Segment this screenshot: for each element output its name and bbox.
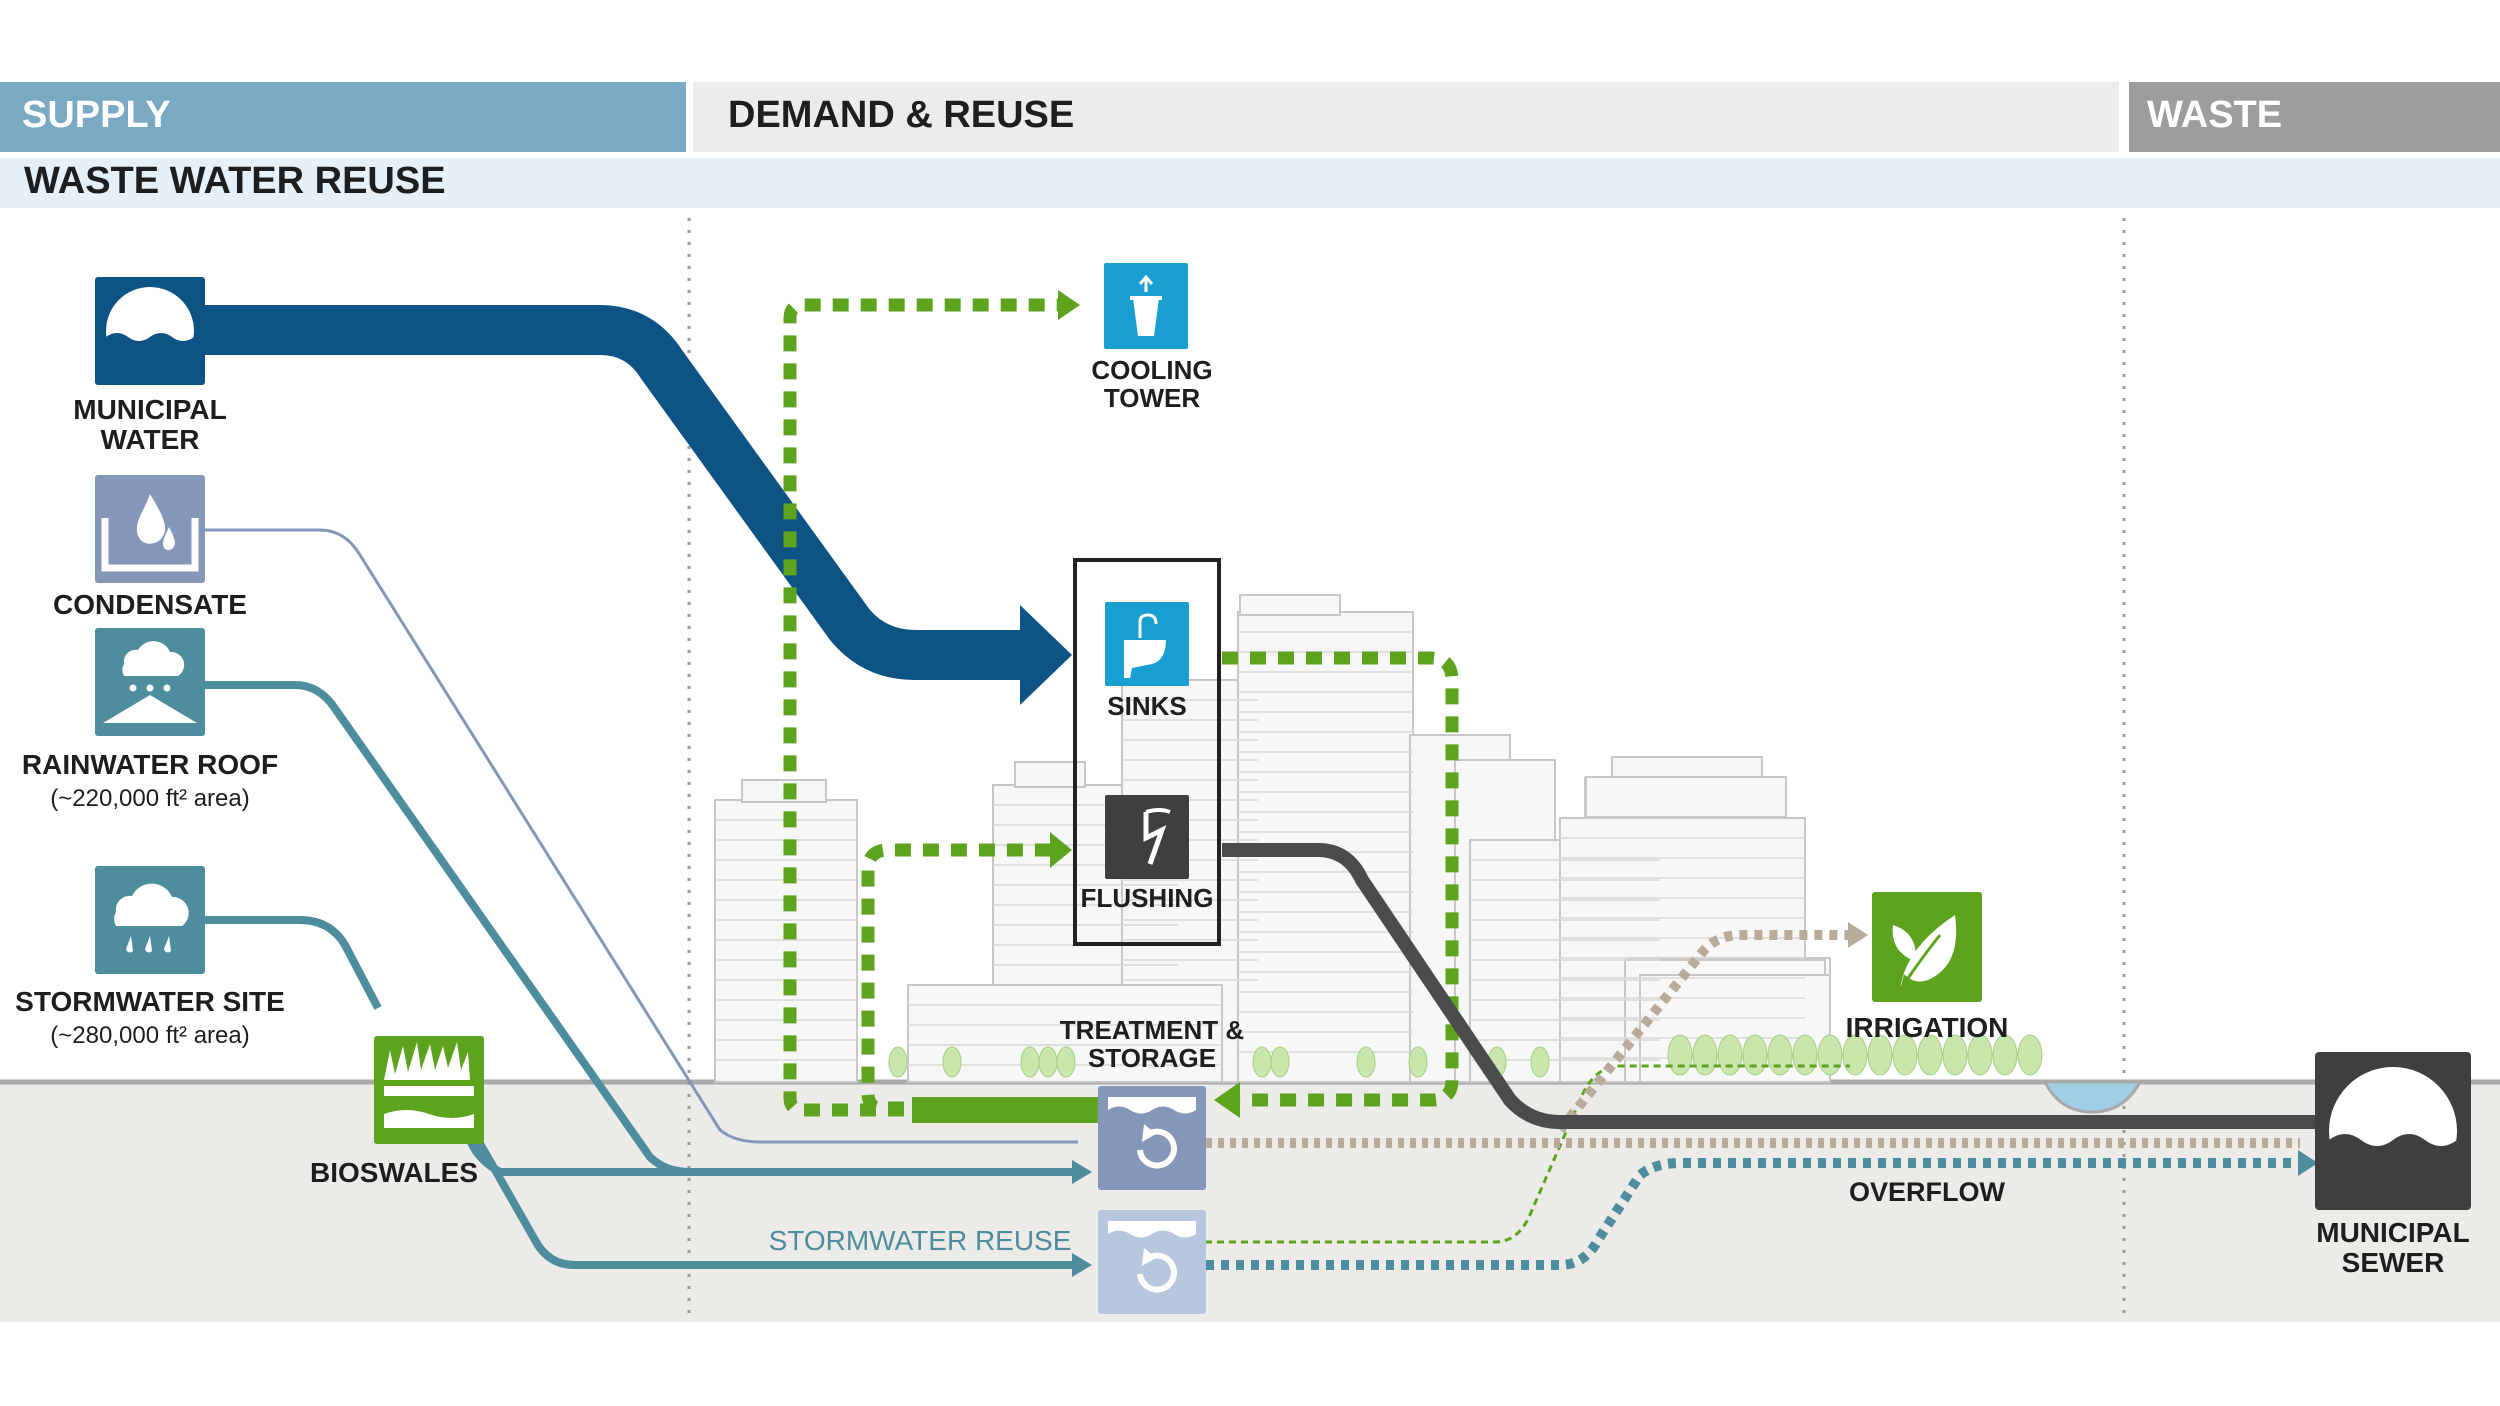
trees [888, 1034, 2043, 1078]
treatment-storage-icon [1098, 1086, 1206, 1190]
overflow-label: OVERFLOW [1849, 1177, 2005, 1207]
irrigation-label: IRRIGATION [1845, 1012, 2009, 1043]
supply-band [0, 82, 686, 152]
rainwater-roof-label: RAINWATER ROOF (~220,000 ft² area) [21, 749, 279, 813]
treatment-storage-label: TREATMENT & STORAGE [1057, 1016, 1247, 1072]
rainwater-roof-area: (~220,000 ft² area) [50, 785, 250, 813]
rainwater-roof-icon [95, 628, 205, 736]
rainwater-roof-text: RAINWATER ROOF [21, 749, 279, 780]
demand-band [693, 82, 2119, 152]
stormwater-site-icon [95, 866, 205, 974]
treatment-storage-text: TREATMENT & STORAGE [1059, 1015, 1245, 1074]
municipal-water-label: MUNICIPAL WATER [55, 394, 245, 456]
bioswale-pond [2042, 1080, 2143, 1114]
stormwater-site-area: (~280,000 ft² area) [50, 1022, 250, 1050]
bioswales-icon [374, 1036, 484, 1144]
municipal-water-text: MUNICIPAL WATER [73, 394, 227, 456]
subtitle-band [0, 158, 2500, 208]
municipal-sewer-label: MUNICIPAL SEWER [2303, 1217, 2483, 1279]
waste-band [2129, 82, 2500, 152]
sinks-icon [1105, 602, 1189, 686]
fixtures-box [1073, 558, 1221, 946]
bioswale-to-stormwater-reuse-line [474, 1138, 1072, 1269]
irrigation-icon [1872, 892, 1982, 1002]
condensate-icon [95, 475, 205, 583]
waste-header: WASTE [2147, 94, 2283, 136]
stormwater-reuse-arrowhead [1072, 1253, 1092, 1277]
subtitle: WASTE WATER REUSE [24, 160, 446, 202]
stormwater-overflow-flow [1206, 1158, 2300, 1270]
stormwater-reuse-icon [1098, 1210, 1206, 1314]
condensate-line [204, 528, 1078, 1144]
stormwater-site-text: STORMWATER SITE [15, 986, 285, 1017]
supply-header: SUPPLY [22, 94, 171, 136]
overflow-arrowhead [2298, 1150, 2318, 1176]
flushing-icon [1105, 795, 1189, 879]
stormwater-site-label: STORMWATER SITE (~280,000 ft² area) [15, 986, 285, 1050]
bioswales-label: BIOSWALES [309, 1157, 479, 1188]
municipal-water-arrowhead [1020, 605, 1072, 705]
stormwater-reuse-label: STORMWATER REUSE [768, 1225, 1072, 1256]
municipal-water-icon [95, 277, 205, 385]
flushing-label: FLUSHING [1080, 883, 1214, 913]
municipal-water-pipe [204, 305, 1025, 680]
sewer-pipe [1222, 843, 2320, 1129]
municipal-sewer-icon [2315, 1052, 2471, 1210]
municipal-sewer-text: MUNICIPAL SEWER [2316, 1217, 2470, 1279]
rainwater-arrowhead [1072, 1160, 1092, 1184]
cooling-tower-label: COOLING TOWER [1087, 356, 1217, 412]
stormwater-site-line [204, 916, 382, 1010]
cooling-tower-text: COOLING TOWER [1091, 355, 1213, 414]
cooling-tower-icon [1104, 263, 1188, 349]
overflow-tan-flows [1206, 922, 2300, 1148]
demand-header: DEMAND & REUSE [728, 94, 1075, 136]
condensate-label: CONDENSATE [53, 589, 247, 620]
sinks-label: SINKS [1107, 691, 1187, 721]
